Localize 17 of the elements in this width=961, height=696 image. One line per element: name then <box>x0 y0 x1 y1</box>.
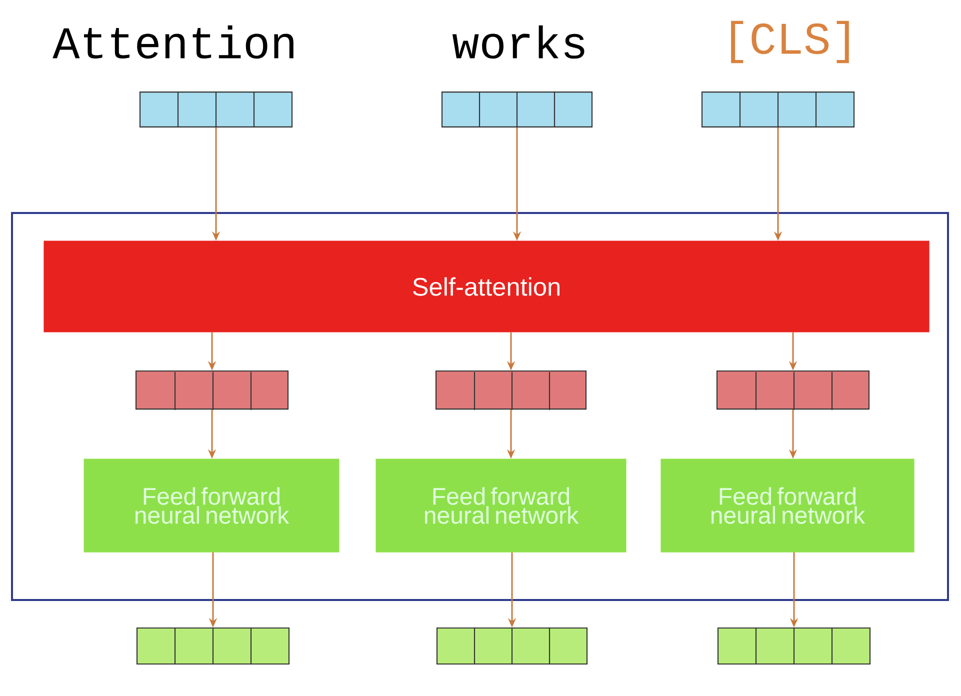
vector-bar <box>139 92 293 128</box>
vector-bar <box>717 627 871 665</box>
self-attention-bar: Self-attention <box>44 240 930 332</box>
token-word: Attention <box>52 25 294 59</box>
feed-forward-box: Feed forward neural network <box>84 458 340 552</box>
feed-forward-box: Feed forward neural network <box>660 458 914 552</box>
vector-bar <box>441 92 593 128</box>
token-word: [CLS] <box>731 20 849 64</box>
token-word: works <box>452 25 584 59</box>
vector-bar <box>436 627 588 665</box>
vector-bar <box>716 370 870 410</box>
vector-bar <box>136 627 290 665</box>
vector-bar <box>135 370 289 410</box>
feed-forward-box: Feed forward neural network <box>376 458 626 552</box>
vector-bar <box>701 92 855 128</box>
vector-bar <box>435 370 587 410</box>
encoder-frame <box>11 212 949 601</box>
